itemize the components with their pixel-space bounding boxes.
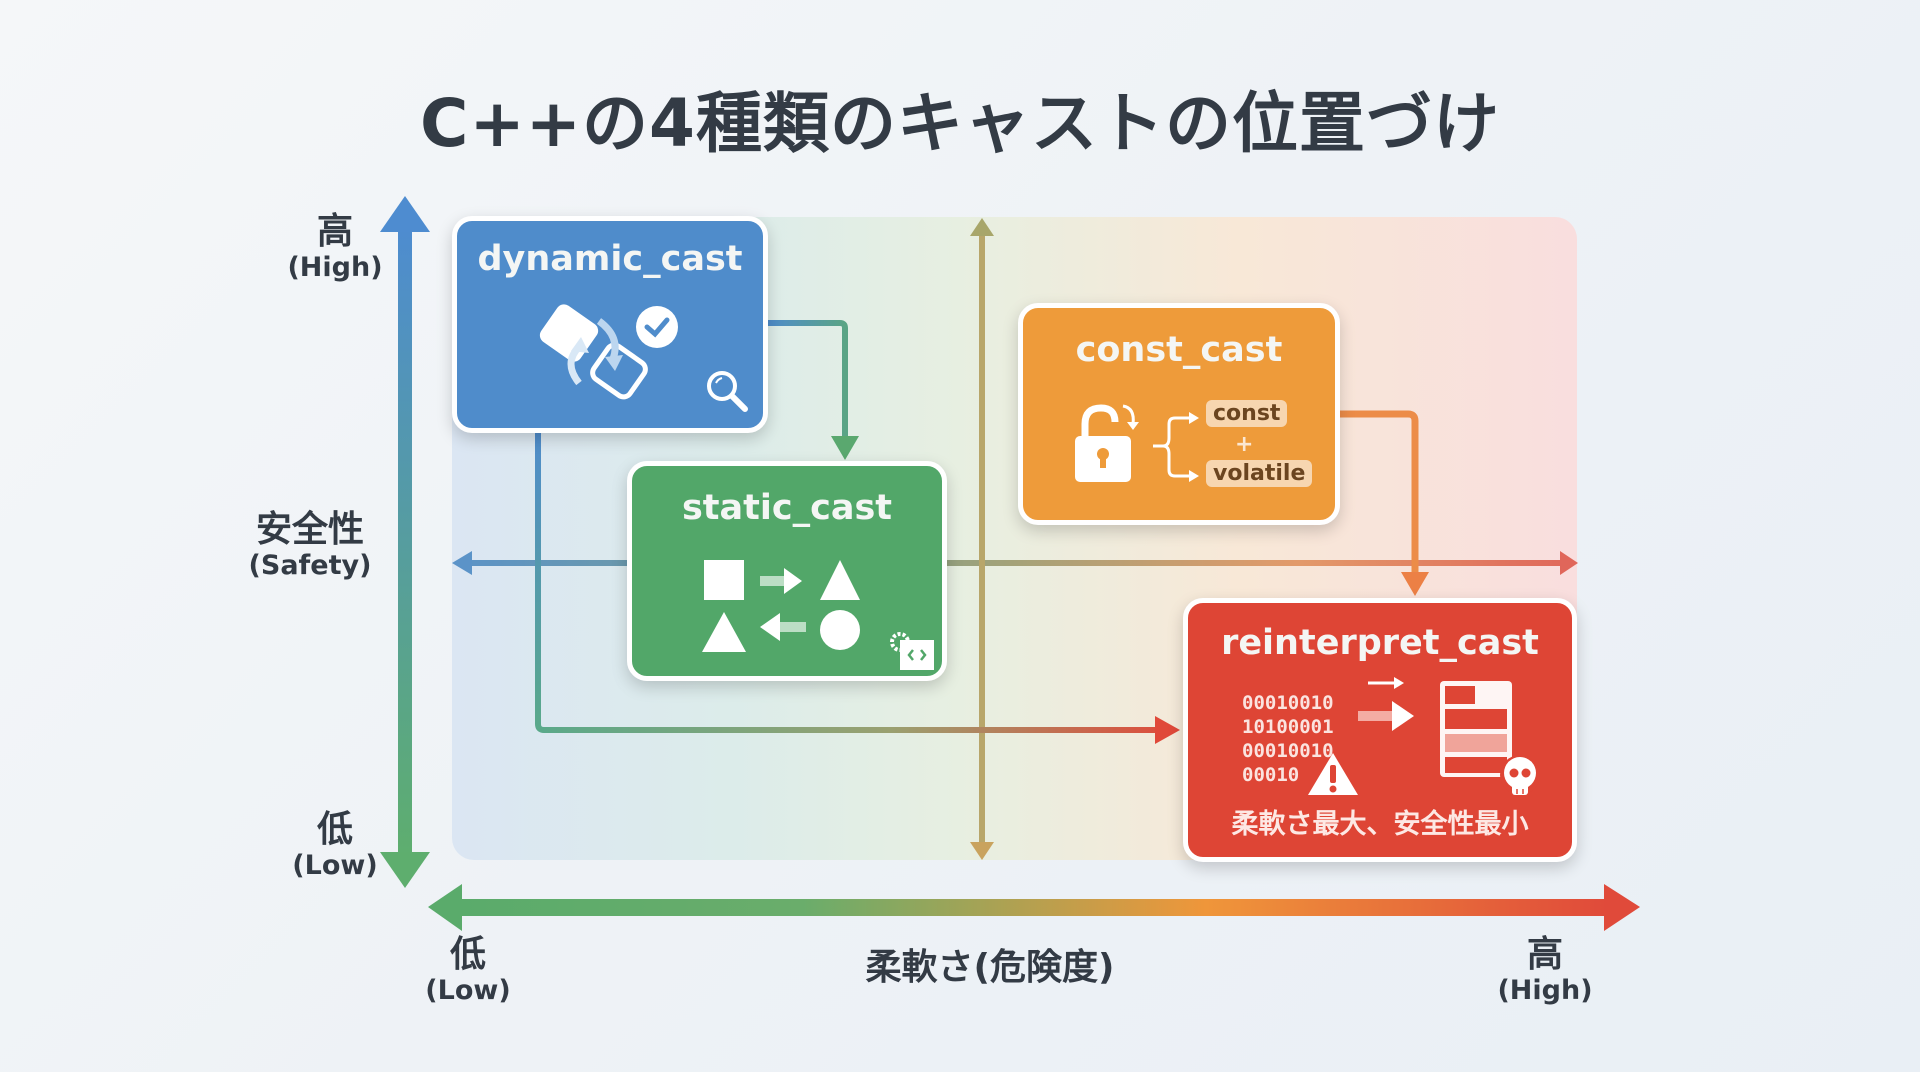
mid-vertical-arrow (970, 218, 994, 860)
check-circle-icon (636, 306, 678, 348)
branch-arrow-icon (1153, 412, 1199, 482)
square-icon (704, 560, 744, 600)
card-title: const_cast (1075, 330, 1283, 370)
skull-icon (1500, 755, 1540, 795)
qualifier-const: const (1206, 400, 1288, 427)
type-conversion-icons (702, 560, 860, 652)
card-title: static_cast (681, 488, 893, 528)
safety-axis-arrow (380, 196, 430, 888)
mid-horizontal-arrow (452, 551, 1578, 575)
memory-table-icon (1440, 681, 1512, 777)
card-reinterpret-cast[interactable]: reinterpret_cast 00010010 10100001 00010… (1183, 598, 1577, 862)
warning-icon (1308, 753, 1358, 795)
triangle-icon (820, 560, 860, 600)
search-icon (707, 371, 748, 412)
code-settings-icon (890, 632, 934, 670)
qualifier-plus: + (1235, 432, 1254, 457)
card-static-cast[interactable]: static_cast (627, 461, 947, 681)
y-axis-high-label: 高 (High) (287, 211, 383, 284)
shape-conversion-icon (539, 304, 648, 400)
connector-const-to-reinterpret (1340, 410, 1429, 596)
card-dynamic-cast[interactable]: dynamic_cast (452, 216, 768, 433)
arrow-right-icon (1358, 677, 1414, 731)
binary-data: 00010010 10100001 00010010 00010 (1242, 692, 1334, 786)
unlock-icon (1075, 404, 1139, 482)
y-axis-low-label: 低 (Low) (292, 809, 378, 882)
connector-dynamic-to-reinterpret (535, 433, 1180, 744)
arrow-right-icon (784, 568, 802, 594)
card-title: reinterpret_cast (1221, 623, 1539, 663)
connector-dynamic-to-static (768, 320, 859, 460)
arrow-left-icon (760, 613, 780, 641)
reinterpret-note: 柔軟さ最大、安全性最小 (1231, 809, 1529, 840)
x-axis-high-label: 高 (High) (1497, 934, 1593, 1007)
x-axis-title: 柔軟さ(危険度) (865, 947, 1115, 988)
y-axis-title: 安全性 (Safety) (248, 509, 372, 582)
qualifier-volatile: volatile (1206, 460, 1313, 487)
card-const-cast[interactable]: const_cast const + volatile (1018, 303, 1340, 525)
page-title: C++の4種類のキャストの位置づけ (420, 85, 1500, 162)
card-title: dynamic_cast (477, 239, 743, 279)
x-axis-low-label: 低 (Low) (425, 934, 511, 1007)
circle-icon (820, 610, 860, 650)
triangle-icon (702, 612, 746, 652)
flexibility-axis-arrow (428, 884, 1640, 931)
